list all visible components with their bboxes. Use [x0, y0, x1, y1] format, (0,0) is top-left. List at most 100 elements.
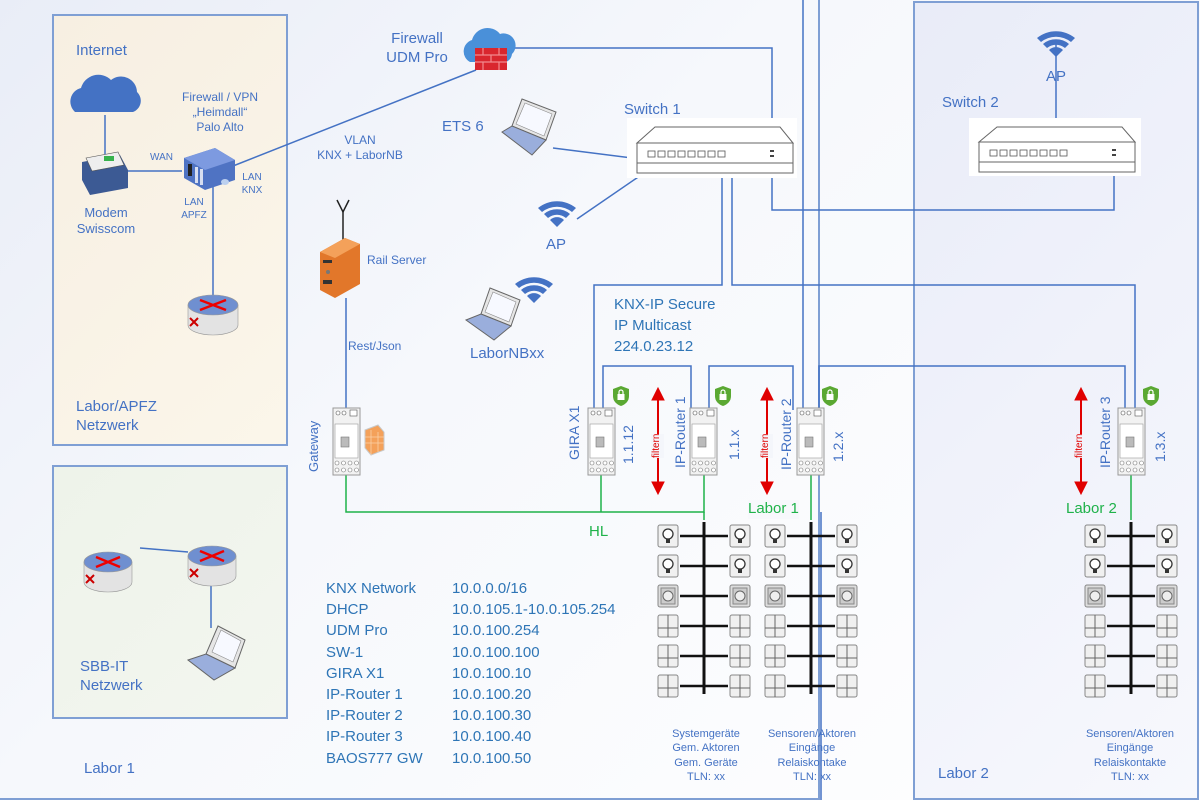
palo-alto-label: Firewall / VPN „Heimdall“ Palo Alto: [170, 90, 270, 135]
firewall-appliance-icon: [184, 148, 235, 190]
wifi-icon-labornb: [515, 277, 553, 303]
bus-group-line: Relaiskontake: [777, 756, 847, 769]
lamp-device-icon: [657, 554, 679, 578]
switch-device-icon: [836, 614, 858, 638]
lamp-device-icon: [729, 524, 751, 548]
switch-device-icon: [1084, 614, 1106, 638]
labor2-zone-label: Labor 2: [938, 765, 989, 782]
modem-label-line2: Swisscom: [76, 221, 136, 237]
bus-group-line: Sensoren/Aktoren: [1085, 728, 1175, 740]
filter-label-2: filtern: [760, 433, 773, 458]
switch2-label: Switch 2: [942, 94, 999, 111]
lamp-device-icon: [836, 554, 858, 578]
vlan-label-line2: KNX + LaborNB: [317, 148, 403, 162]
switch-device-icon: [729, 614, 751, 638]
laptop-icon-sbb: [186, 625, 246, 681]
router-icon-sbb-1: [83, 551, 133, 593]
socket-device-icon: [836, 584, 858, 608]
internet-label: Internet: [76, 42, 127, 59]
udm-label: Firewall UDM Pro: [372, 30, 462, 68]
apfz-label-line2: Netzwerk: [76, 416, 139, 434]
apfz-label-line1: Labor/APFZ: [76, 398, 157, 415]
switch-device-icon: [1156, 614, 1178, 638]
switch-device-icon: [764, 614, 786, 638]
ip-table-row: SW-1 10.0.100.100: [326, 642, 615, 663]
firewall-brick-icon: [364, 424, 385, 456]
gateway-device: [332, 407, 361, 476]
ap2-label: AP: [1046, 68, 1067, 85]
port-wan-label: WAN: [150, 152, 173, 163]
port-lan-knx-line1: LAN: [242, 172, 262, 183]
secure-shield-icon: [1143, 386, 1159, 406]
vlan-label-line1: VLAN: [344, 133, 376, 147]
socket-device-icon: [1084, 584, 1106, 608]
switch-device-icon: [1084, 674, 1106, 698]
ip-table-row: DHCP 10.0.105.1-10.0.105.254: [326, 599, 615, 620]
sbb-label-line1: SBB-IT: [80, 658, 129, 675]
lamp-device-icon: [1084, 554, 1106, 578]
modem-label-line1: Modem: [84, 205, 128, 220]
ip-table-device: IP-Router 2: [326, 707, 403, 725]
sbb-zone-label: SBB-IT Netzwerk: [80, 658, 143, 696]
filter-label-1: filtern: [651, 433, 664, 458]
line-switch1-router3: [731, 160, 1136, 410]
rail-server-label: Rail Server: [367, 253, 427, 267]
socket-device-icon: [729, 584, 751, 608]
lamp-device-icon: [1156, 524, 1178, 548]
port-lan-apfz-line1: LAN: [184, 197, 204, 208]
ip-table-address: 10.0.100.100: [452, 643, 540, 661]
secure-shield-icon: [613, 386, 629, 406]
labornb-label: LaborNBxx: [470, 345, 545, 362]
wifi-icon-ap2: [1037, 31, 1075, 57]
switch-device-icon: [836, 674, 858, 698]
bus-group-line: Eingänge: [788, 742, 836, 755]
lamp-device-icon: [729, 554, 751, 578]
switch-device-icon: [764, 674, 786, 698]
ip-table-address: 10.0.100.40: [452, 728, 532, 746]
ip-table-address: 10.0.100.254: [452, 622, 540, 640]
ip-table-device: UDM Pro: [326, 622, 388, 640]
laptop-icon-labornb: [464, 287, 521, 341]
line-udm-switch2: [505, 47, 1115, 211]
ip-table-address: 10.0.0.0/16: [452, 580, 528, 597]
ip-table-address: 10.0.105.1-10.0.105.254: [452, 601, 616, 619]
router-icon-apfz: [187, 294, 239, 336]
ip-table-row: UDM Pro 10.0.100.254: [326, 620, 615, 641]
knxip-line2: IP Multicast: [614, 317, 692, 334]
knxip-line1: KNX-IP Secure: [614, 296, 716, 313]
ip-table-device: BAOS777 GW: [326, 749, 423, 767]
router3-device: [1117, 407, 1146, 476]
bus-group-line: Gem. Geräte: [674, 756, 738, 769]
lamp-device-icon: [836, 524, 858, 548]
cloud-firewall-icon: [463, 27, 516, 70]
gira-device: [587, 407, 616, 476]
switch-device-icon: [657, 614, 679, 638]
switch-device-icon: [836, 644, 858, 668]
ip-table-device: DHCP: [326, 601, 369, 619]
knxip-label: KNX-IP Secure IP Multicast 224.0.23.12: [614, 294, 715, 357]
ets-label: ETS 6: [442, 118, 484, 135]
labor1-zone-label: Labor 1: [84, 760, 135, 777]
bus-group-line: TLN: xx: [687, 770, 725, 783]
modem-label: Modem Swisscom: [76, 205, 136, 238]
laptop-icon-ets: [501, 98, 557, 156]
lamp-device-icon: [764, 524, 786, 548]
ip-table-address: 10.0.100.20: [452, 686, 532, 704]
ip-table-device: SW-1: [326, 643, 364, 661]
switch-icon-1: [627, 118, 797, 178]
switch-device-icon: [1156, 674, 1178, 698]
antenna-icon: [336, 199, 350, 214]
server-icon: [320, 238, 360, 298]
hl-label: HL: [589, 523, 609, 540]
cloud-icon: [70, 74, 141, 112]
